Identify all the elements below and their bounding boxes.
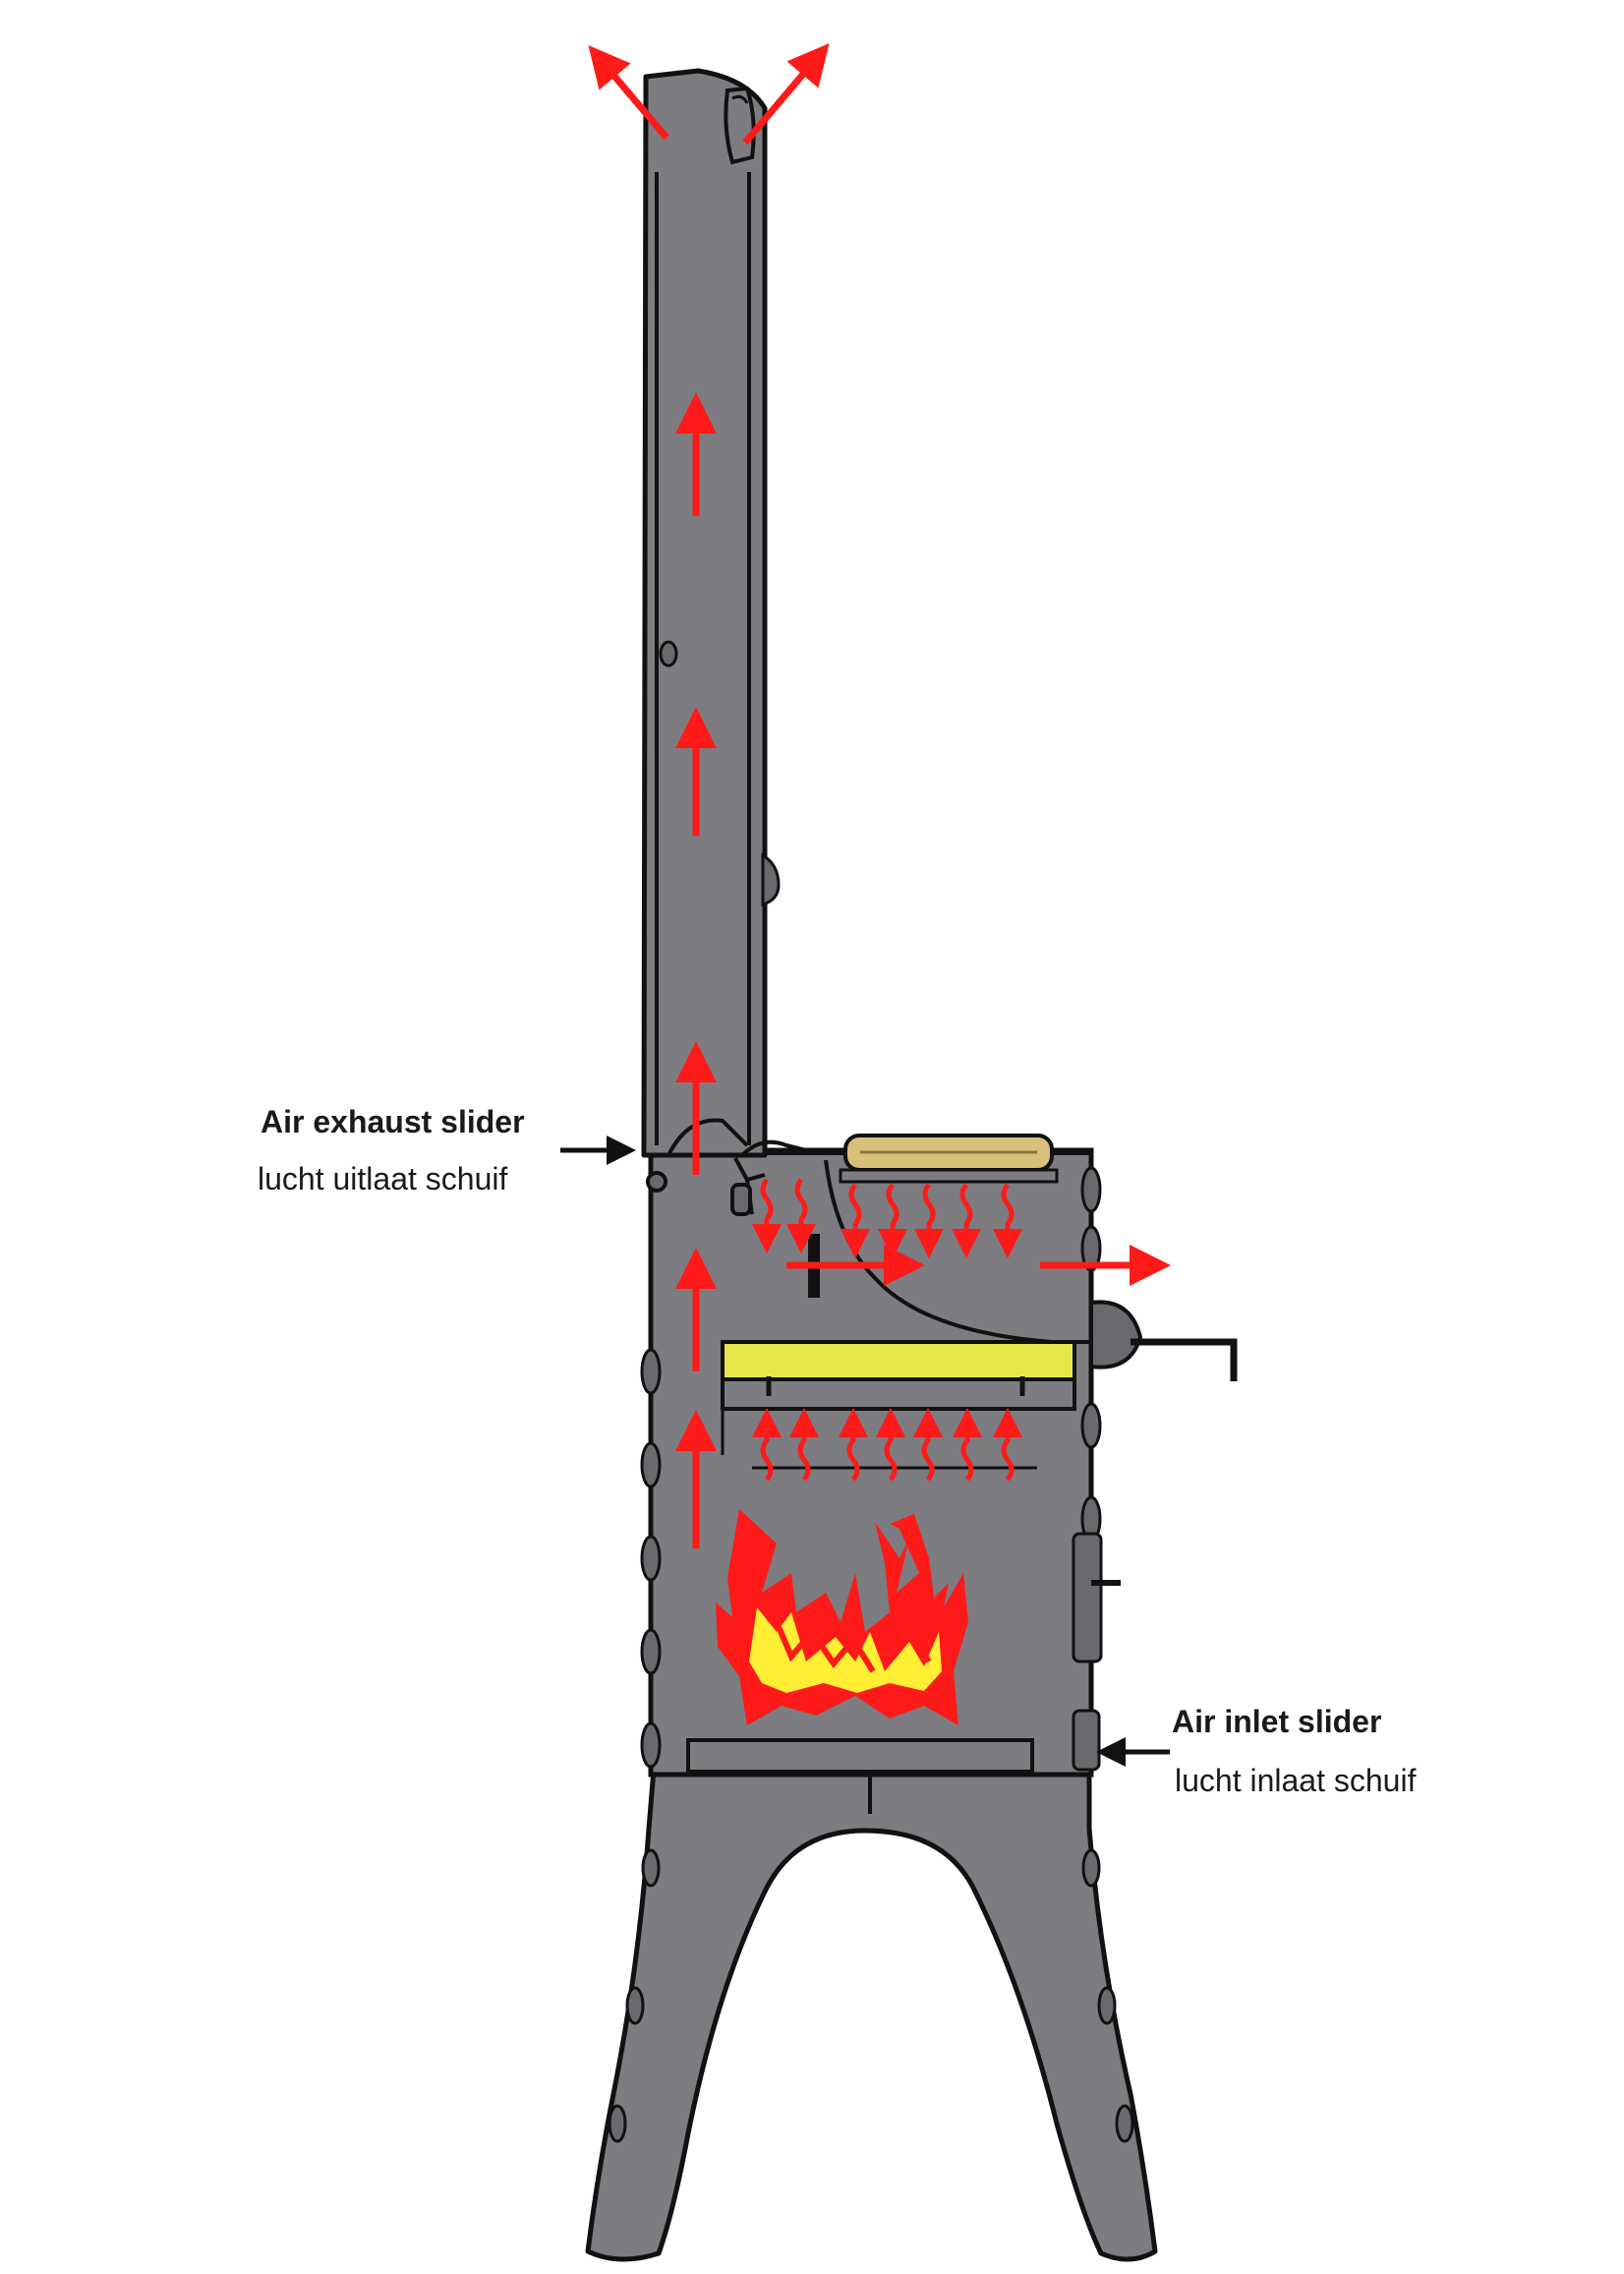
baffle-plate [721,1340,1076,1470]
airflow-arrows [588,42,1171,1548]
exhaust-slider-callout: Air exhaust slider lucht uitlaat schuif [258,1104,636,1196]
inlet-label-en: Air inlet slider [1172,1704,1381,1739]
stove-legs-shape [585,1767,1158,2262]
chimney-cap-clip [724,86,756,165]
heat-wave-arrows-baffle [752,1408,1022,1482]
heat-wave-arrows-top [752,1178,1022,1258]
exhaust-label-nl: lucht uitlaat schuif [258,1161,507,1196]
chimney-pipe [641,68,768,1158]
exhaust-label-en: Air exhaust slider [261,1104,525,1139]
inlet-label-nl: lucht inlaat schuif [1175,1763,1417,1798]
exhaust-arrow-left [588,44,669,141]
inlet-slider-callout: Air inlet slider lucht inlaat schuif [1096,1704,1417,1798]
chimney-side-tab [761,852,781,907]
firebox-left-edge-tabs [640,1348,662,1769]
leg-bolts [608,1848,1134,2143]
firebox-right-edge-tabs [1072,1166,1103,1772]
ash-grate [686,1738,1034,1774]
damper-cable [824,1159,1089,1344]
stove-legs [585,1767,1158,2262]
exhaust-arrow-right [742,42,830,146]
chimney [641,68,807,1216]
exhaust-slider-mechanism [646,1118,807,1216]
chimney-rivet [659,640,678,668]
fire-flame [716,1509,968,1725]
door-handle [1089,1300,1238,1586]
cooking-top [747,1134,1089,1184]
